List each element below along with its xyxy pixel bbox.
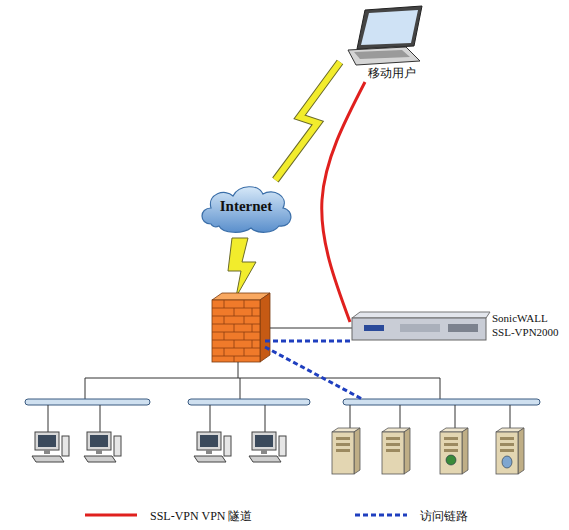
legend-sample: [355, 510, 409, 520]
firewall-icon: [212, 293, 270, 362]
pc-icon: [32, 432, 69, 462]
node-label: SonicWALL SSL-VPN2000: [492, 312, 568, 340]
pc-icon: [249, 432, 286, 462]
vpn-tunnel: [322, 82, 365, 322]
node-label: 移动用户: [368, 66, 438, 81]
mobile-user-laptop: 移动用户: [340, 2, 440, 82]
access-link: [265, 341, 362, 399]
internet-cloud: Internet: [197, 180, 295, 236]
device-outline: [350, 308, 492, 348]
wireless-link: [275, 62, 340, 180]
server-icon: [382, 428, 410, 474]
db-cylinder: [502, 456, 512, 468]
web-globe: [446, 455, 456, 465]
ssl-vpn-appliance: SonicWALL SSL-VPN2000: [350, 308, 569, 348]
lan-wire: [270, 328, 352, 329]
server-icon: [496, 428, 524, 474]
lan-bus: [25, 399, 540, 405]
server-icon: [440, 428, 468, 474]
bolt-fill: [275, 62, 340, 180]
legend-label: 访问链路: [420, 508, 468, 525]
legend-label: SSL-VPN VPN 隧道: [150, 508, 252, 525]
lan-backbone: [85, 362, 440, 399]
legend-sample: [85, 510, 139, 520]
bolt-outline: [275, 62, 340, 180]
wireless-bolt: [228, 238, 256, 297]
tunnel-line: [322, 82, 365, 322]
node-label: Internet: [197, 197, 295, 216]
host-drops: [48, 405, 510, 432]
pc-icon: [84, 432, 121, 462]
server-icon: [332, 428, 360, 474]
pc-icon: [194, 432, 231, 462]
